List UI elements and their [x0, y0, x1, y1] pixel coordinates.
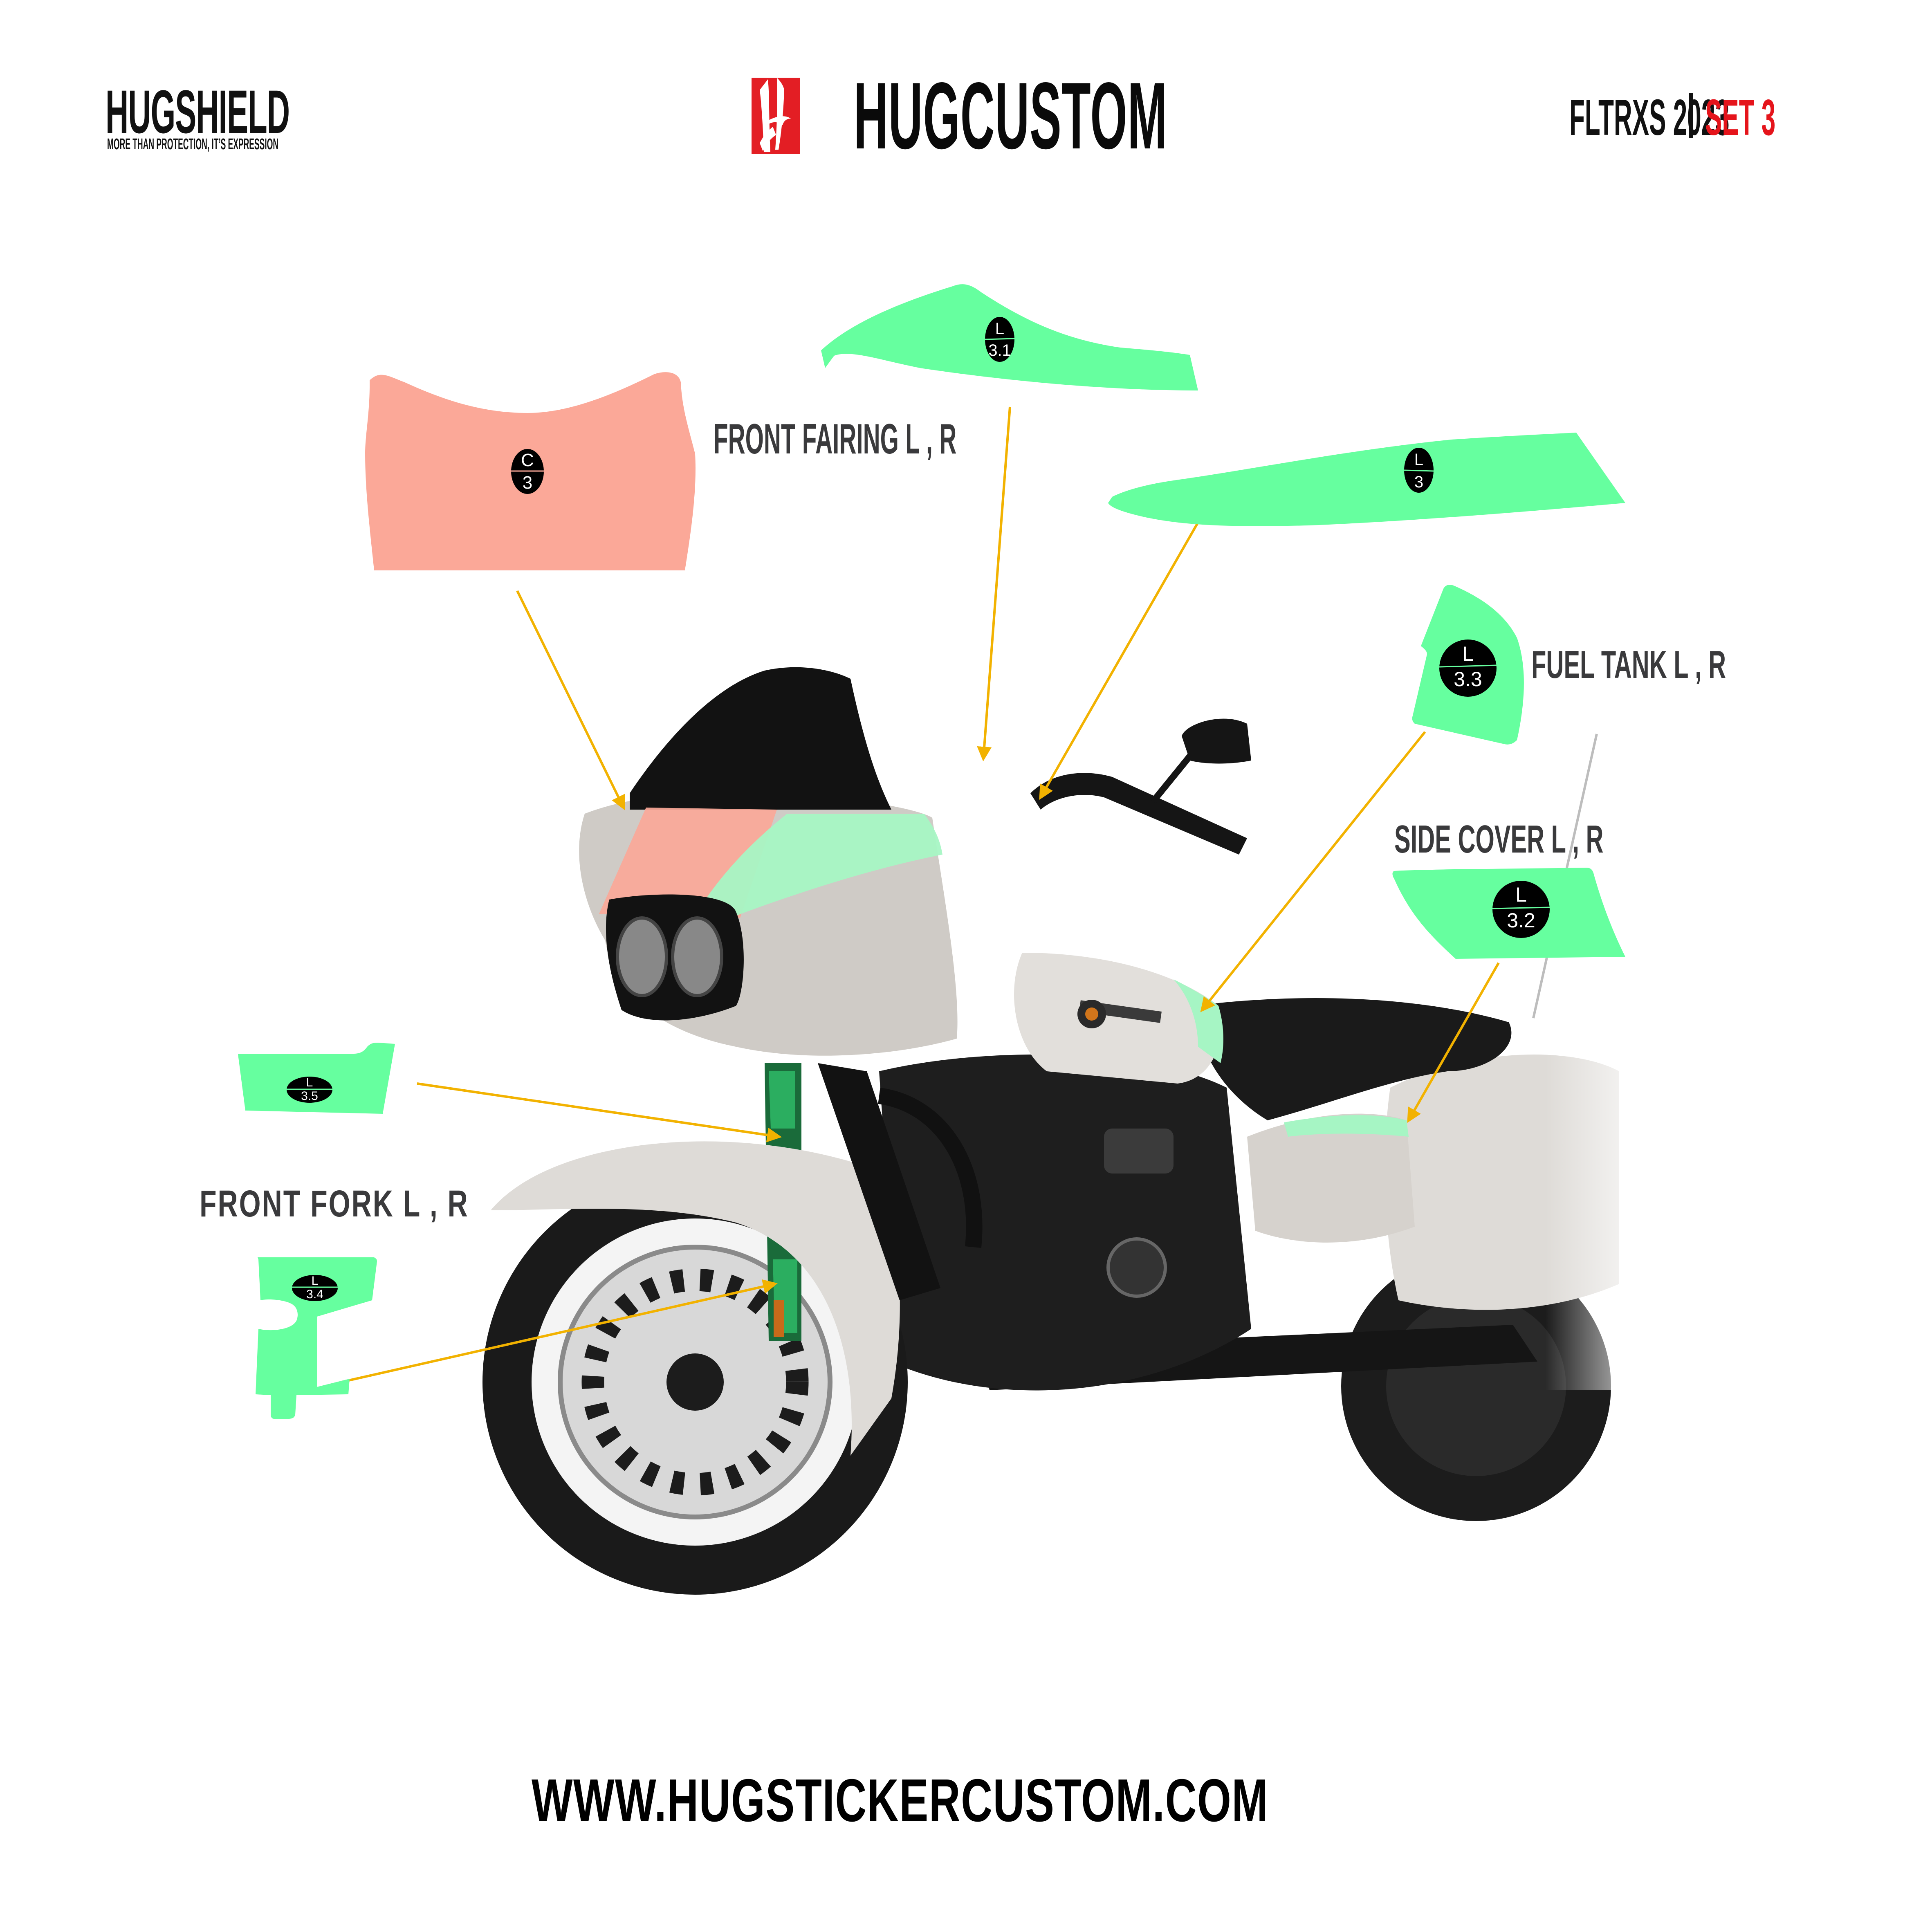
fuel-tank-overlay [1174, 979, 1223, 1063]
windshield [630, 667, 891, 810]
hugcustom-monogram-glyph [760, 78, 791, 152]
seat [1194, 998, 1512, 1120]
hugcustom-brand-title: HUGCUSTOM [854, 63, 1168, 169]
piece-l3-4: L 3.4 [256, 1257, 377, 1419]
pointer-arrows [341, 406, 1500, 1383]
label-side-cover: SIDE COVER L , R [1394, 817, 1604, 861]
mirror [1182, 718, 1251, 764]
badge-l3-5-bottom: 3.5 [301, 1089, 318, 1103]
set-number-text: SET 3 [1705, 90, 1776, 146]
side-panel [1247, 1113, 1415, 1243]
hugcustom-h-monogram-icon [752, 78, 800, 154]
motorcycle-illustration [482, 667, 1668, 1595]
piece-l3-5: L 3.5 [238, 1043, 395, 1114]
badge-l3-3 [1439, 640, 1497, 697]
arrow-side-cover [1407, 962, 1500, 1123]
fairing-side-overlay [703, 814, 942, 928]
badge-c3-bottom: 3 [523, 473, 532, 493]
badge-c3-top: C [521, 450, 534, 470]
handlebar [1030, 773, 1247, 855]
piece-l3: L 3 [1108, 433, 1625, 526]
badge-l3-1-top: L [995, 320, 1004, 338]
label-fuel-tank: FUEL TANK L , R [1531, 643, 1726, 687]
header-separator [1689, 93, 1693, 138]
arrow-fork-lower [341, 1279, 778, 1383]
arrow-fuel-tank [1200, 731, 1426, 1012]
badge-l3-4-top: L [312, 1274, 319, 1288]
badge-l3-4 [292, 1275, 338, 1301]
arrow-fairing-lower [1039, 514, 1203, 800]
badge-l3-3-top: L [1462, 642, 1474, 665]
arrow-fork-upper [417, 1082, 782, 1142]
badge-l3-5-top: L [306, 1076, 313, 1089]
hugshield-tagline: MORE THAN PROTECTION, IT’S EXPRESSION [107, 136, 279, 153]
engine [879, 1055, 1251, 1391]
badge-l3-1-bottom: 3.1 [988, 341, 1011, 359]
arrow-fairing-upper [977, 406, 1011, 762]
model-year-text: FLTRXS 2023 [1569, 90, 1730, 146]
side-cover-overlay [1284, 1115, 1409, 1137]
headlight-right [671, 916, 723, 997]
piece-l3-3: L 3.3 [1412, 585, 1524, 745]
badge-l3-3-bottom: 3.3 [1454, 668, 1482, 691]
website-url[interactable]: WWW.HUGSTICKERCUSTOM.COM [532, 1767, 1269, 1834]
badge-l3-bottom: 3 [1414, 473, 1423, 491]
label-front-fork: FRONT FORK L , R [200, 1183, 469, 1225]
badge-l3-2 [1492, 881, 1550, 938]
piece-l3-1: L 3.1 [821, 284, 1198, 390]
headlight-left [616, 916, 668, 997]
front-fender [491, 1141, 900, 1456]
badge-l3-top: L [1414, 451, 1423, 469]
piece-l3-2: L 3.2 [1392, 868, 1625, 959]
hugshield-brand-title: HUGSHIELD [105, 77, 290, 146]
badge-l3-2-bottom: 3.2 [1507, 909, 1535, 932]
label-front-fairing: FRONT FAIRING L , R [714, 415, 957, 463]
badge-l3-2-top: L [1515, 883, 1527, 906]
badge-l3-4-bottom: 3.4 [306, 1288, 323, 1301]
fuel-tank [1014, 953, 1221, 1084]
piece-c3: C 3 [365, 372, 696, 570]
arrow-fairing-center [516, 590, 625, 810]
